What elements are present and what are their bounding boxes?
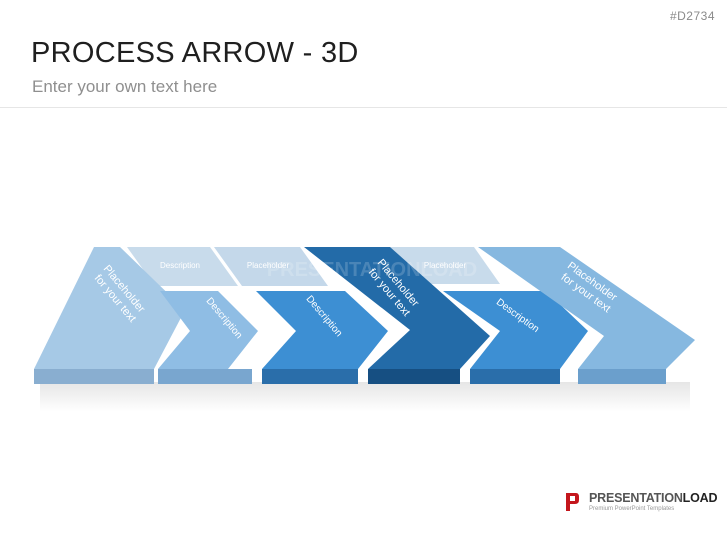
page-subtitle: Enter your own text here bbox=[32, 77, 218, 96]
front-arrow-1-side bbox=[34, 369, 154, 384]
front-chevron-5: Description bbox=[443, 291, 588, 384]
front-arrow-1: Placeholder for your text bbox=[34, 247, 185, 384]
back-plate-1-shape bbox=[127, 247, 238, 286]
back-plate-2-label: Placeholder bbox=[247, 261, 290, 270]
back-plate-1: Description bbox=[127, 247, 238, 286]
front-chevron-2-face bbox=[158, 291, 258, 369]
brand-logo-icon bbox=[566, 493, 579, 511]
back-arrow-5-side bbox=[578, 369, 666, 384]
floor-shadow bbox=[40, 382, 690, 412]
front-chevron-3-face bbox=[256, 291, 388, 369]
front-chevron-5-face bbox=[443, 291, 588, 369]
front-chevron-3-side bbox=[262, 369, 358, 384]
watermark: PRESENTATIONLOAD bbox=[267, 259, 477, 281]
brand-name-b: LOAD bbox=[682, 491, 718, 505]
front-chevron-3: Description bbox=[256, 291, 388, 384]
brand-name: PRESENTATIONLOAD bbox=[589, 491, 717, 505]
front-arrow-1-face bbox=[34, 247, 185, 369]
back-plate-4-label: Placeholder bbox=[424, 261, 467, 270]
front-chevron-4-face bbox=[304, 247, 490, 369]
front-chevron-2: Description bbox=[158, 291, 258, 384]
product-code: #D2734 bbox=[669, 9, 715, 23]
brand-tagline: Premium PowerPoint Templates bbox=[589, 506, 675, 512]
back-arrow-5-face bbox=[478, 247, 695, 369]
front-chevron-2-side bbox=[158, 369, 252, 384]
back-plate-1-label: Description bbox=[160, 261, 200, 270]
brand-name-a: PRESENTATION bbox=[589, 491, 683, 505]
back-plate-2-shape bbox=[214, 247, 328, 286]
back-plate-2: Placeholder bbox=[214, 247, 328, 286]
front-chevron-4: Placeholder for your text bbox=[304, 247, 490, 384]
brand-footer: PRESENTATIONLOAD Premium PowerPoint Temp… bbox=[565, 490, 717, 520]
header-divider bbox=[0, 107, 727, 108]
front-chevron-4-side bbox=[368, 369, 460, 384]
page-title: PROCESS ARROW - 3D bbox=[31, 37, 359, 69]
front-chevron-5-side bbox=[470, 369, 560, 384]
